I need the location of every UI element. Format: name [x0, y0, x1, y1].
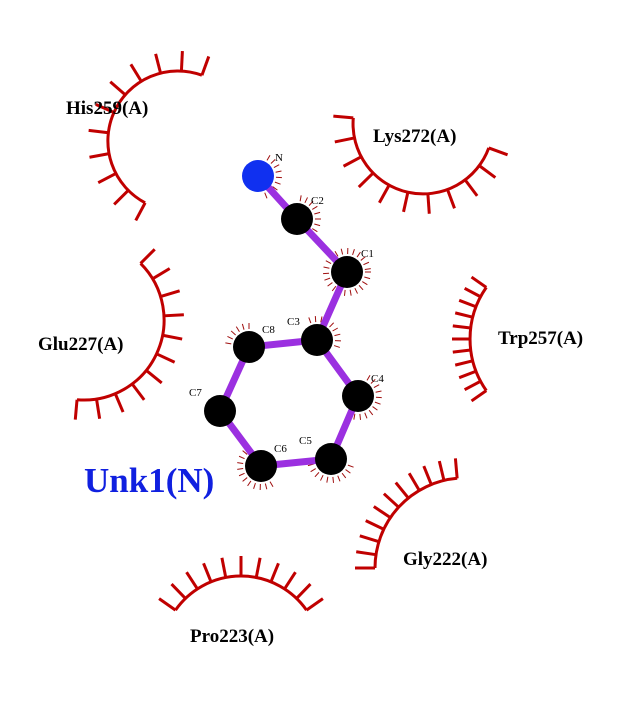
residue-label-lys272: Lys272(A): [373, 126, 456, 147]
residue-arc-pro223: [158, 556, 324, 612]
atom-c7: [204, 395, 236, 427]
residue-arc-glu227: [73, 248, 184, 420]
ligand-atoms: [204, 160, 374, 482]
atom-label-c6: C6: [274, 443, 287, 455]
hydrophobic-contact-arcs: [73, 51, 509, 612]
residue-label-glu227: Glu227(A): [38, 334, 124, 355]
atom-c2: [281, 203, 313, 235]
residue-arc-his259: [88, 51, 211, 222]
atom-c8: [233, 331, 265, 363]
contact-marks-c4: [353, 374, 382, 420]
residue-label-gly222: Gly222(A): [403, 549, 487, 570]
atom-label-c2: C2: [311, 195, 324, 207]
atom-label-n: N: [275, 152, 283, 164]
atom-n: [242, 160, 274, 192]
residue-arc-gly222: [355, 458, 459, 570]
ligand-name-label: Unk1(N): [84, 461, 214, 500]
contact-marks-c8: [225, 323, 250, 345]
atom-c3: [301, 324, 333, 356]
atom-c4: [342, 380, 374, 412]
atom-label-c8: C8: [262, 324, 275, 336]
atom-label-c3: C3: [287, 316, 300, 328]
residue-label-trp257: Trp257(A): [498, 328, 583, 349]
atom-contact-markers: [225, 154, 382, 491]
atom-label-c7: C7: [189, 387, 202, 399]
atom-c5: [315, 443, 347, 475]
atom-c6: [245, 450, 277, 482]
atom-c1: [331, 256, 363, 288]
atom-label-c5: C5: [299, 435, 312, 447]
atom-label-c1: C1: [361, 248, 374, 260]
contact-marks-c3: [308, 316, 342, 348]
contact-marks-c5: [307, 463, 354, 483]
residue-arc-lys272: [333, 114, 509, 214]
residue-label-pro223: Pro223(A): [190, 626, 274, 647]
contact-marks-c6: [237, 450, 274, 491]
residue-label-his259: His259(A): [66, 98, 148, 119]
residue-arc-trp257: [452, 275, 488, 403]
atom-label-c4: C4: [371, 373, 384, 385]
